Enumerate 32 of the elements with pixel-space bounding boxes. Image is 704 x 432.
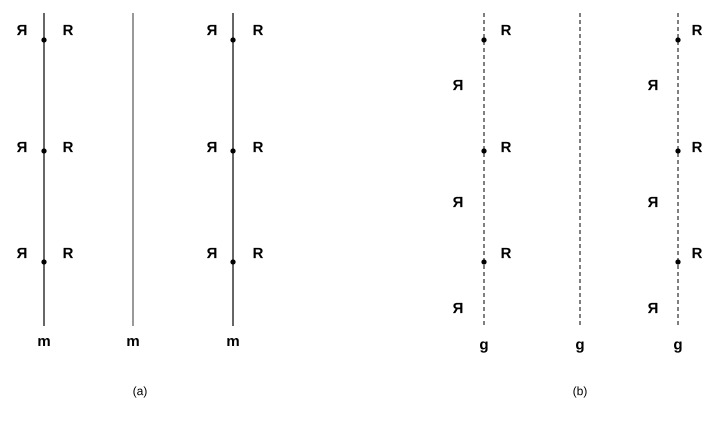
axis-label: g: [576, 341, 584, 353]
letter-label: R: [692, 142, 702, 152]
panel-label: (b): [573, 386, 587, 398]
letter-label: Я: [206, 142, 216, 152]
letter-label: Я: [452, 80, 462, 90]
axis-label: m: [227, 338, 239, 346]
letter-label: R: [692, 248, 702, 258]
letter-label: Я: [16, 24, 26, 36]
axis-label: g: [480, 341, 488, 353]
letter-label: Я: [206, 248, 216, 258]
panel-label: (a): [133, 386, 147, 398]
axis-label: g: [674, 341, 682, 353]
letter-label: R: [502, 142, 512, 152]
letter-label: R: [64, 248, 74, 258]
letter-label: R: [64, 24, 74, 36]
axis-label: m: [38, 338, 50, 346]
letter-label: Я: [452, 302, 462, 314]
letter-label: Я: [648, 302, 658, 314]
letter-label: R: [254, 24, 264, 36]
letter-label: Я: [648, 196, 658, 208]
letter-label: Я: [16, 142, 26, 152]
axis-label: m: [127, 338, 139, 346]
letter-label: R: [502, 24, 512, 36]
letter-label: Я: [206, 24, 216, 36]
letter-label: Я: [452, 196, 462, 208]
letter-label: R: [64, 142, 74, 152]
letter-label: R: [254, 248, 264, 258]
letter-label: R: [502, 248, 512, 258]
letter-label: R: [692, 24, 702, 36]
letter-label: Я: [648, 80, 658, 90]
letter-label: R: [254, 142, 264, 152]
letter-label: Я: [16, 248, 26, 258]
